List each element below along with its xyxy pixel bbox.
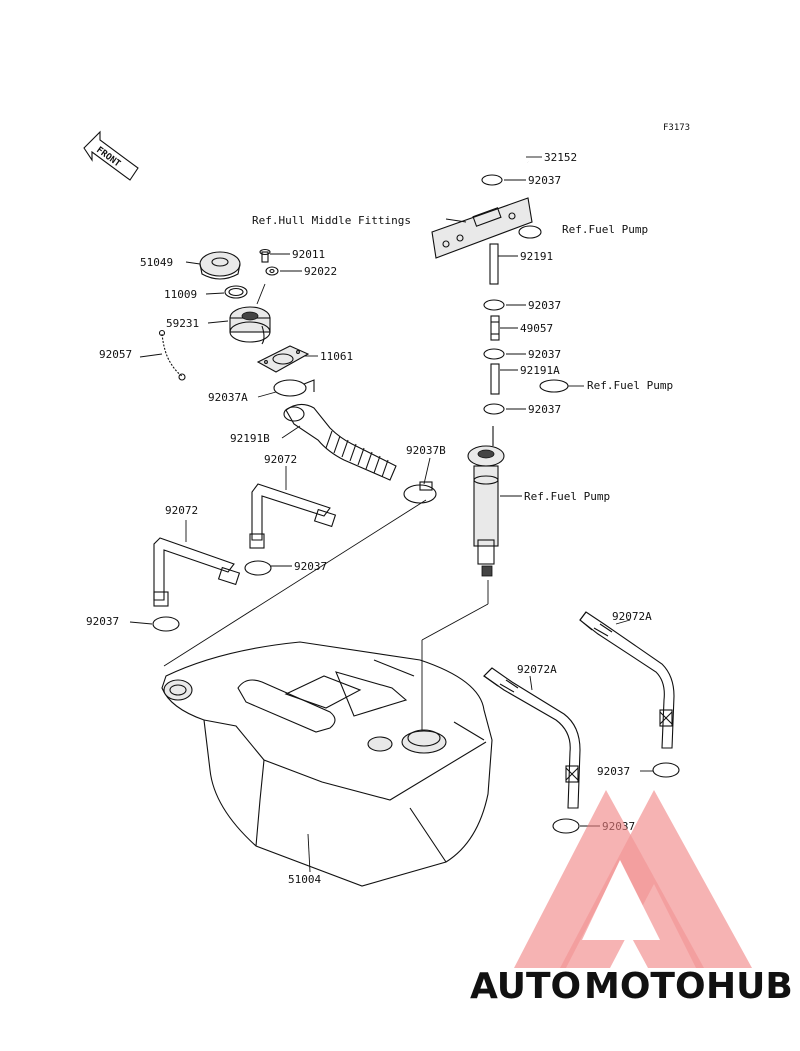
clamp-92037-b	[483, 299, 505, 311]
front-arrow-icon: FRONT	[83, 130, 139, 181]
label-92022: 92022	[304, 265, 337, 278]
label-92037-f: 92037	[86, 615, 119, 628]
ref-fuel-pump-1: Ref.Fuel Pump	[562, 223, 648, 236]
label-11061: 11061	[320, 350, 353, 363]
label-92037-g: 92037	[597, 765, 630, 778]
filler-neck-59231	[229, 306, 271, 345]
hose-92191	[489, 243, 499, 285]
clamp-92037-h	[552, 818, 580, 834]
strap-92072A-a	[579, 611, 675, 749]
strap-92072-a	[153, 537, 241, 607]
label-92072-a: 92072	[165, 504, 198, 517]
label-92037-c: 92037	[528, 348, 561, 361]
gasket-11061	[256, 345, 310, 373]
clamp-92037-d	[483, 403, 505, 415]
tether-92057	[158, 329, 186, 381]
label-92037B: 92037B	[406, 444, 446, 457]
label-92057: 92057	[99, 348, 132, 361]
label-92037-b: 92037	[528, 299, 561, 312]
clamp-92037-c	[483, 348, 505, 360]
fuel-tank-51004	[161, 641, 493, 887]
washer-92022	[265, 266, 279, 276]
label-92037-top: 92037	[528, 174, 561, 187]
label-92011: 92011	[292, 248, 325, 261]
label-92037A: 92037A	[208, 391, 248, 404]
clamp-92037-f	[152, 616, 180, 632]
hose-92191A	[490, 363, 500, 395]
clamp-ref-fuel-pump-2	[539, 379, 569, 393]
screw-92011	[259, 248, 271, 263]
oring-11009	[224, 285, 248, 299]
label-11009: 11009	[164, 288, 197, 301]
label-92191B: 92191B	[230, 432, 270, 445]
hull-fitting-plate	[431, 197, 533, 259]
clamp-92037-g	[652, 762, 680, 778]
label-59231: 59231	[166, 317, 199, 330]
figure-code: F3173	[663, 123, 690, 133]
watermark-triangle-logo	[514, 790, 752, 968]
strap-92072A-b	[483, 667, 581, 809]
clamp-92037-e	[244, 560, 272, 576]
filler-hose-92191B	[283, 403, 397, 481]
label-49057: 49057	[520, 322, 553, 335]
label-32152: 32152	[544, 151, 577, 164]
hose-32152	[492, 136, 530, 172]
ref-hull-middle-fittings: Ref.Hull Middle Fittings	[252, 214, 411, 227]
strap-92072-b	[249, 483, 337, 549]
clamp-ref-fuel-pump-1	[518, 225, 542, 239]
clamp-92037A	[273, 379, 315, 397]
ref-fuel-pump-2: Ref.Fuel Pump	[587, 379, 673, 392]
label-92072A-a: 92072A	[612, 610, 652, 623]
front-arrow-label: FRONT	[94, 145, 122, 169]
label-92191A: 92191A	[520, 364, 560, 377]
label-92037-d: 92037	[528, 403, 561, 416]
clamp-92037B	[403, 481, 437, 504]
ref-fuel-pump-3: Ref.Fuel Pump	[524, 490, 610, 503]
label-51049: 51049	[140, 256, 173, 269]
fuel-pump-unit	[467, 426, 505, 577]
watermark-moto: MOTO	[584, 966, 706, 1007]
clamp-92037-top	[481, 174, 503, 186]
label-92037-e: 92037	[294, 560, 327, 573]
label-92191: 92191	[520, 250, 553, 263]
label-92072-b: 92072	[264, 453, 297, 466]
watermark-hub: HUB	[706, 966, 793, 1007]
label-92072A-b: 92072A	[517, 663, 557, 676]
fuel-cap-51049	[199, 251, 241, 280]
watermark-auto: AUTO	[470, 966, 581, 1007]
joint-49057	[490, 315, 500, 341]
label-51004: 51004	[288, 873, 321, 886]
watermark-text: AUTO MOTO HUB	[470, 966, 793, 1007]
